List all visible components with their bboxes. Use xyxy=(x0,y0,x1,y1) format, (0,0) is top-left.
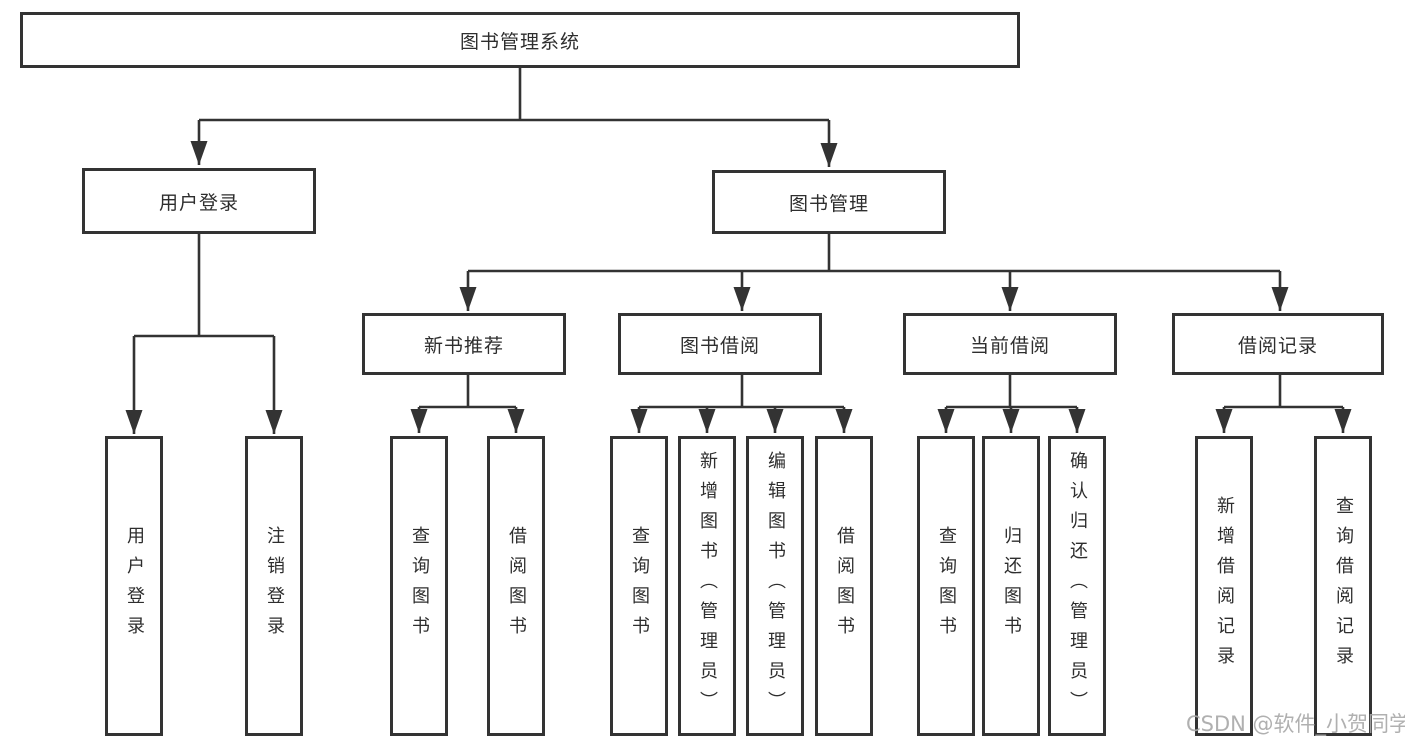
node-label: 新增借阅记录 xyxy=(1214,496,1235,676)
node-label: 借阅图书 xyxy=(506,526,527,646)
node-add-book-admin: 新增图书（管理员） xyxy=(678,436,736,736)
node-label: 用户登录 xyxy=(124,526,145,646)
node-book-borrow: 图书借阅 xyxy=(618,313,822,375)
node-library-system: 图书管理系统 xyxy=(20,12,1020,68)
node-query-books-borrow: 查询图书 xyxy=(610,436,668,736)
node-label: 图书管理 xyxy=(788,192,869,215)
node-user-login-leaf: 用户登录 xyxy=(105,436,163,736)
node-label: 用户登录 xyxy=(158,191,239,214)
node-borrow-records: 借阅记录 xyxy=(1172,313,1384,375)
node-label: 确认归还（管理员） xyxy=(1067,451,1088,721)
node-label: 新增图书（管理员） xyxy=(697,451,718,721)
node-label: 编辑图书（管理员） xyxy=(765,451,786,721)
node-new-book-recommend: 新书推荐 xyxy=(362,313,566,375)
node-add-borrow-record: 新增借阅记录 xyxy=(1195,436,1253,736)
node-label: 借阅记录 xyxy=(1237,334,1318,357)
node-label: 查询图书 xyxy=(936,526,957,646)
node-label: 查询图书 xyxy=(629,526,650,646)
node-logout: 注销登录 xyxy=(245,436,303,736)
watermark-text: CSDN @软件_小贺同学 xyxy=(1186,712,1405,736)
node-label: 注销登录 xyxy=(264,526,285,646)
node-label: 借阅图书 xyxy=(834,526,855,646)
node-label: 查询图书 xyxy=(409,526,430,646)
node-query-books-recommend: 查询图书 xyxy=(390,436,448,736)
node-label: 图书管理系统 xyxy=(459,30,580,53)
node-borrow-books-recommend: 借阅图书 xyxy=(487,436,545,736)
node-query-books-current: 查询图书 xyxy=(917,436,975,736)
node-label: 当前借阅 xyxy=(969,334,1050,357)
node-borrow-books-leaf: 借阅图书 xyxy=(815,436,873,736)
node-confirm-return-admin: 确认归还（管理员） xyxy=(1048,436,1106,736)
node-label: 图书借阅 xyxy=(679,334,760,357)
node-return-books: 归还图书 xyxy=(982,436,1040,736)
node-book-management: 图书管理 xyxy=(712,170,946,234)
node-label: 新书推荐 xyxy=(423,334,504,357)
node-label: 查询借阅记录 xyxy=(1333,496,1354,676)
node-user-login-branch: 用户登录 xyxy=(82,168,316,234)
node-edit-book-admin: 编辑图书（管理员） xyxy=(746,436,804,736)
node-label: 归还图书 xyxy=(1001,526,1022,646)
node-query-borrow-record: 查询借阅记录 xyxy=(1314,436,1372,736)
node-current-borrow: 当前借阅 xyxy=(903,313,1117,375)
